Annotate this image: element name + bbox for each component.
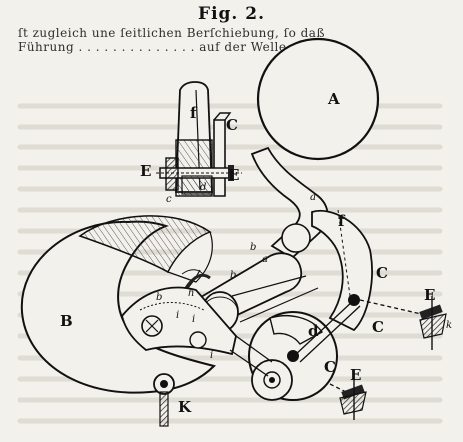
- label-b-1: b: [250, 242, 256, 253]
- bolt-e-right: [419, 296, 447, 350]
- label-e-upper-right: E: [424, 286, 435, 304]
- connecting-rods: [229, 299, 431, 395]
- label-b-3: b: [156, 292, 162, 303]
- label-f-detail: f: [190, 104, 198, 122]
- label-a-mid: a: [262, 254, 268, 265]
- label-e-right: E: [228, 166, 239, 184]
- header-text-line-2: Führung . . . . . . . . . . . . . . auf …: [18, 40, 348, 54]
- label-a-upper: a: [310, 192, 316, 203]
- label-d-detail: d: [200, 182, 206, 193]
- label-c-lower: c: [166, 194, 172, 205]
- bolt-k: [153, 373, 175, 427]
- disc-a: [256, 37, 380, 161]
- figure-title: Fig. 2.: [198, 4, 265, 24]
- label-e-left: E: [140, 162, 151, 180]
- label-e-lower: E: [350, 366, 361, 384]
- label-h: h: [188, 288, 194, 299]
- label-c-mid: C: [324, 358, 336, 376]
- arm-a: [250, 146, 329, 260]
- label-c-large: C: [372, 318, 384, 336]
- label-c-detail: C: [226, 116, 238, 134]
- detail-bracket-f: [156, 81, 242, 197]
- label-i-1: i: [176, 310, 179, 321]
- label-d-small: d: [308, 322, 319, 340]
- header-text-line-1: ſt zugleich une ſeitlichen Berſchiebung,…: [18, 26, 325, 40]
- label-b-2: b: [230, 270, 236, 281]
- shell-b: [20, 215, 216, 394]
- label-k: K: [178, 398, 192, 416]
- label-f-right: f: [338, 212, 346, 230]
- pulley-c-small: [251, 359, 293, 401]
- guide-i: [121, 286, 237, 356]
- label-c-small: C: [376, 264, 388, 282]
- label-k-small: k: [446, 320, 452, 331]
- label-i-3: i: [210, 350, 213, 361]
- bolt-e-lower: [339, 378, 367, 420]
- label-a: A: [327, 90, 340, 108]
- label-i-2: i: [192, 314, 195, 325]
- label-b: B: [60, 312, 73, 330]
